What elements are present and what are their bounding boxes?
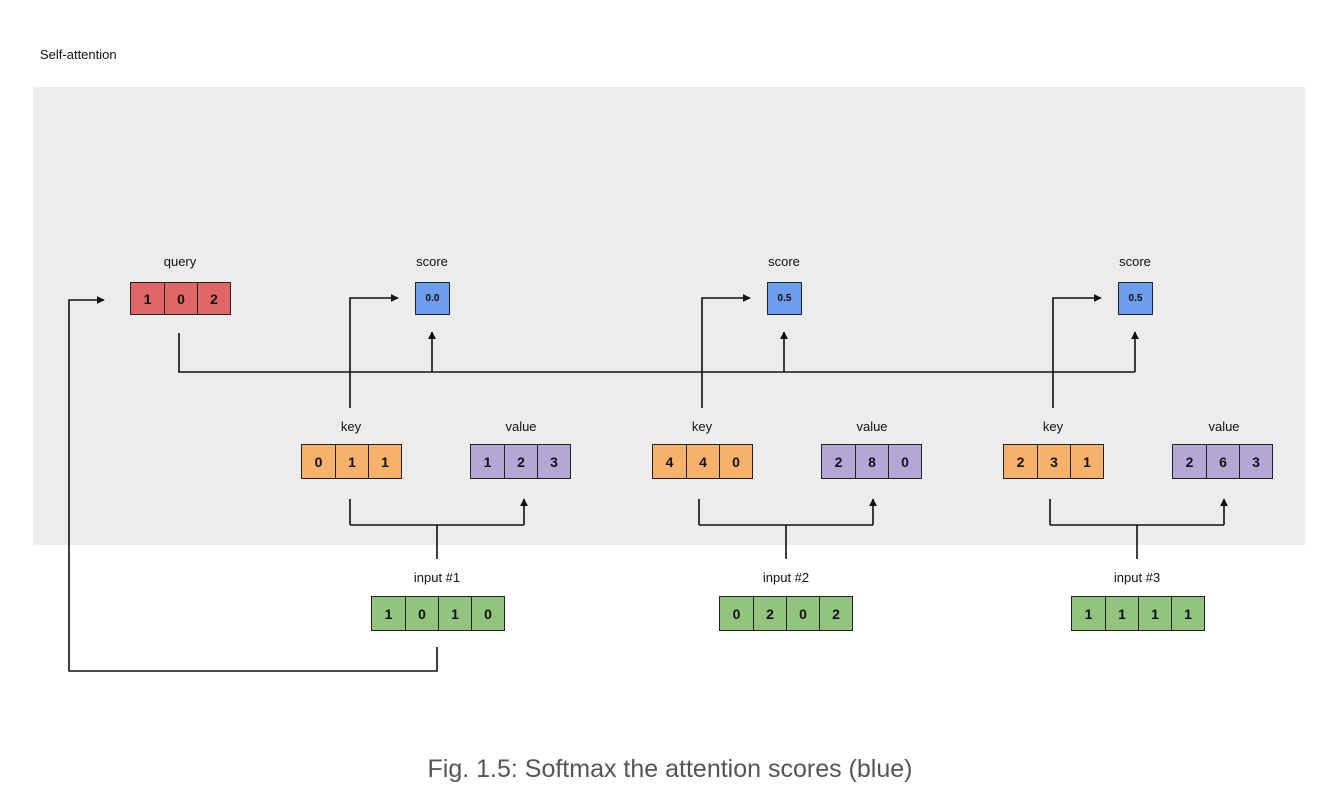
query-cell: 1 — [131, 283, 164, 314]
value-cell: 2 — [822, 445, 855, 478]
score-value-1: 0.0 — [416, 283, 449, 314]
key-vector-2: 4 4 0 — [652, 444, 753, 479]
key-to-score-arrow-3 — [1052, 294, 1102, 408]
value-label-3: value — [1208, 419, 1240, 434]
figure-caption: Fig. 1.5: Softmax the attention scores (… — [427, 755, 913, 783]
query-cell: 2 — [197, 283, 230, 314]
input-cell: 1 — [372, 597, 405, 630]
value-cell: 8 — [855, 445, 888, 478]
key-to-score-arrow-2 — [701, 294, 751, 408]
key-cell: 0 — [302, 445, 335, 478]
score-label-2: score — [768, 254, 800, 269]
key-vector-1: 0 1 1 — [301, 444, 402, 479]
input-cell: 2 — [753, 597, 786, 630]
score-box-2: 0.5 — [767, 282, 802, 315]
input-fork-1 — [349, 499, 524, 559]
score-label-1: score — [416, 254, 448, 269]
query-vector: 1 0 2 — [130, 282, 231, 315]
score-label-3: score — [1119, 254, 1151, 269]
input-cell: 1 — [438, 597, 471, 630]
key-cell: 4 — [653, 445, 686, 478]
score-value-3: 0.5 — [1119, 283, 1152, 314]
input-vector-1: 1 0 1 0 — [371, 596, 505, 631]
input-fork-3 — [1049, 499, 1224, 559]
input-vector-2: 0 2 0 2 — [719, 596, 853, 631]
key-to-score-arrow-1 — [349, 294, 399, 408]
key-cell: 4 — [686, 445, 719, 478]
query-cell: 0 — [164, 283, 197, 314]
value-vector-3: 2 6 3 — [1172, 444, 1273, 479]
input-cell: 1 — [1171, 597, 1204, 630]
key-label-1: key — [340, 419, 362, 434]
query-bus-line — [178, 333, 1135, 373]
input-cell: 1 — [1138, 597, 1171, 630]
input-cell: 0 — [786, 597, 819, 630]
key-cell: 1 — [368, 445, 401, 478]
input-cell: 1 — [1072, 597, 1105, 630]
value-label-2: value — [856, 419, 888, 434]
key-vector-3: 2 3 1 — [1003, 444, 1104, 479]
key-cell: 1 — [335, 445, 368, 478]
input-cell: 2 — [819, 597, 852, 630]
value-cell: 1 — [471, 445, 504, 478]
input-cell: 0 — [471, 597, 504, 630]
score-box-1: 0.0 — [415, 282, 450, 315]
key-cell: 1 — [1070, 445, 1103, 478]
input-label-2: input #2 — [762, 570, 810, 585]
value-vector-2: 2 8 0 — [821, 444, 922, 479]
diagram-title: Self-attention — [40, 47, 117, 62]
key-cell: 3 — [1037, 445, 1070, 478]
feedback-arrow — [68, 296, 438, 672]
query-label: query — [163, 254, 197, 269]
value-cell: 0 — [888, 445, 921, 478]
value-cell: 3 — [537, 445, 570, 478]
input-cell: 0 — [405, 597, 438, 630]
value-cell: 2 — [504, 445, 537, 478]
input-label-3: input #3 — [1113, 570, 1161, 585]
score-box-3: 0.5 — [1118, 282, 1153, 315]
value-cell: 6 — [1206, 445, 1239, 478]
value-vector-1: 1 2 3 — [470, 444, 571, 479]
value-cell: 3 — [1239, 445, 1272, 478]
input-fork-2 — [698, 499, 873, 559]
key-label-2: key — [691, 419, 713, 434]
input-cell: 1 — [1105, 597, 1138, 630]
input-cell: 0 — [720, 597, 753, 630]
value-cell: 2 — [1173, 445, 1206, 478]
input-label-1: input #1 — [413, 570, 461, 585]
input-vector-3: 1 1 1 1 — [1071, 596, 1205, 631]
score-value-2: 0.5 — [768, 283, 801, 314]
key-label-3: key — [1042, 419, 1064, 434]
key-cell: 0 — [719, 445, 752, 478]
key-cell: 2 — [1004, 445, 1037, 478]
value-label-1: value — [505, 419, 537, 434]
